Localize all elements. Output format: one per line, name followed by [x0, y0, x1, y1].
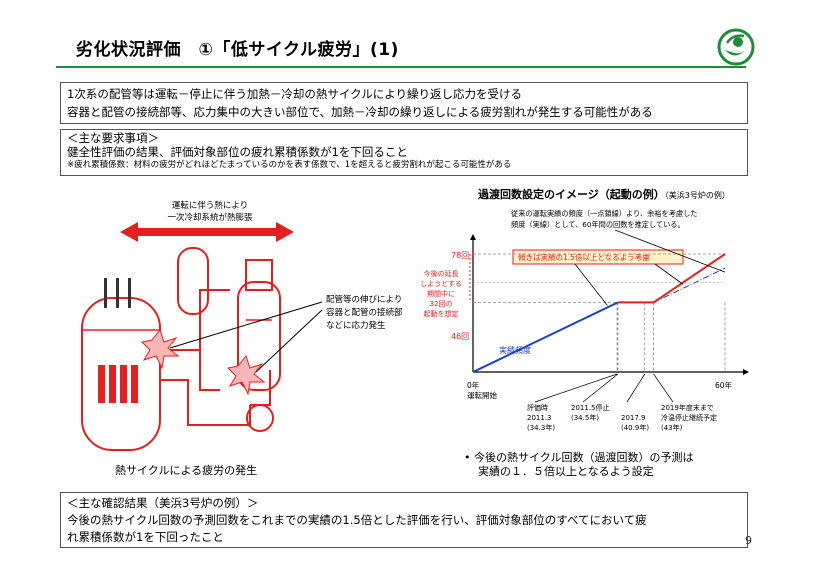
- control-rods: [104, 278, 131, 308]
- y-axis-arrow: [470, 234, 476, 240]
- stress-label-1: 配管等の伸びにより: [326, 294, 402, 305]
- results-box: ＜主な確認結果（美浜3号炉の例）＞ 今後の熱サイクル回数の予測回数をこれまでの実…: [60, 492, 748, 548]
- red-note-1: 今後の延長: [424, 269, 459, 278]
- red-note-5: 起動を想定: [424, 309, 459, 318]
- event-labels: 評価時 2011.3 (34.3年) 2011.5停止 (34.5年) 2017…: [527, 403, 717, 432]
- expansion-label-2: 一次冷却系統が熱膨張: [167, 212, 253, 223]
- event-4-l1: 2019年度末まで: [661, 403, 714, 412]
- summary-line-1: 1次系の配管等は運転－停止に伴う加熱－冷却の熱サイクルにより繰り返し応力を受ける: [67, 87, 523, 101]
- event-pointer-2: [582, 373, 619, 403]
- x-start-label-1: 0年: [467, 380, 480, 390]
- event-2-l1: 2011.5停止: [571, 403, 610, 412]
- diagram-caption: 熱サイクルによる疲労の発生: [115, 464, 258, 477]
- y-tick-46: 46回: [451, 332, 469, 341]
- note-pointer: [614, 229, 726, 273]
- x-start-label-2: 運転開始: [467, 390, 497, 400]
- results-heading: ＜主な確認結果（美浜3号炉の例）＞: [67, 496, 259, 510]
- summary-box: 1次系の配管等は運転－停止に伴う加熱－冷却の熱サイクルにより繰り返し応力を受ける…: [60, 82, 748, 124]
- transient-count-chart: 従来の運転実績の頻度（一点鎖線）より、余裕を考慮した 頻度（実線）として、60年…: [420, 209, 749, 432]
- event-4-l2: 冷温停止継続予定: [661, 413, 717, 422]
- event-2-l2: (34.5年): [571, 413, 599, 422]
- stress-burst-1: [140, 328, 180, 370]
- title-underline: [56, 66, 746, 68]
- event-pointer-3: [626, 373, 646, 403]
- callout-box: [512, 249, 684, 265]
- event-1-l3: (34.3年): [527, 423, 555, 432]
- requirements-box: ＜主な要求事項＞ 健全性評価の結果、評価対象部位の疲れ累積係数が1を下回ること …: [60, 129, 748, 176]
- red-note-3: 期間中に: [427, 289, 455, 298]
- callout-text: 傾きは実績の1.5倍以上となるよう考慮: [518, 252, 650, 262]
- prediction-bullet: • 今後の熱サイクル回数（過渡回数）の予測は 実績の１．５倍以上となるよう設定: [464, 451, 693, 479]
- actual-series-line: [472, 301, 619, 373]
- event-1-l2: 2011.3: [527, 414, 552, 422]
- reactor-vessel: [81, 297, 161, 451]
- y-tick-78: 78回: [451, 251, 469, 260]
- thermal-cycle-diagram: 運転に伴う熱により 一次冷却系統が熱膨張 配管等の伸びにより 容器と配管の接続部…: [81, 200, 403, 451]
- results-line-1: 今後の熱サイクル回数の予測回数をこれまでの実績の1.5倍とした評価を行い、評価対…: [67, 513, 647, 527]
- x-end-label: 60年: [715, 380, 733, 390]
- pressurizer: [177, 247, 209, 315]
- primary-piping: [160, 289, 271, 426]
- projected-series-line: [653, 253, 726, 304]
- x-axis-arrow: [743, 369, 749, 375]
- callout-pointer-2: [654, 263, 684, 285]
- red-note: 今後の延長 しようとする 期間中に 32回の 起動を想定: [420, 269, 462, 318]
- prediction-line-1: • 今後の熱サイクル回数（過渡回数）の予測は: [464, 451, 694, 464]
- callout-pointer-1: [574, 263, 608, 306]
- stress-burst-2: [226, 354, 266, 396]
- event-3-l2: (40.9年): [621, 423, 649, 432]
- event-3-l1: 2017.9: [621, 414, 646, 422]
- chart-title-sub: （美浜3号炉の例）: [664, 191, 730, 200]
- red-note-2: しようとする: [420, 280, 462, 288]
- requirements-note: ※疲れ累積係数：材料の疲労がどれほどたまっているのかを表す係数で、1を超えると疲…: [67, 160, 512, 170]
- stress-label-3: などに応力発生: [326, 320, 386, 331]
- red-note-4: 32回の: [430, 300, 453, 308]
- event-1-l1: 評価時: [527, 403, 548, 412]
- expansion-arrow: [120, 222, 294, 242]
- page-title: 劣化状況評価 ①「低サイクル疲労」(1): [76, 40, 399, 60]
- prediction-line-2: 実績の１．５倍以上となるよう設定: [478, 465, 654, 478]
- chart-title-main: 過渡回数設定のイメージ（起動の例）: [478, 188, 665, 201]
- coolant-pump: [246, 404, 274, 432]
- expansion-label-1: 運転に伴う熱により: [172, 200, 248, 211]
- chart-note-1: 従来の運転実績の頻度（一点鎖線）より、余裕を考慮した: [511, 209, 697, 218]
- historical-trend-extension: [653, 267, 726, 303]
- fuel-assemblies: [98, 365, 138, 403]
- stress-label-2: 容器と配管の接続部: [326, 307, 403, 318]
- chart-title: 過渡回数設定のイメージ（起動の例）（美浜3号炉の例）: [478, 186, 730, 202]
- brand-logo: [717, 28, 755, 66]
- event-pointer-4: [653, 373, 674, 403]
- prediction-text-1: 今後の熱サイクル回数（過渡回数）の予測は: [474, 451, 694, 464]
- summary-line-2: 容器と配管の接続部等、応力集中の大きい部位で、加熱－冷却の繰り返しによる疲労割れ…: [67, 105, 653, 119]
- chart-note-2: 頻度（実線）として、60年間の回数を推定している。: [511, 220, 685, 229]
- results-line-2: れ累積係数が1を下回ったこと: [67, 530, 224, 544]
- series-label-actual: 実績頻度: [499, 345, 531, 355]
- page-number: 9: [745, 534, 752, 547]
- event-pointer-1: [534, 373, 618, 403]
- requirements-heading: ＜主な要求事項＞: [67, 131, 159, 145]
- steam-generator: [237, 281, 281, 391]
- event-4-l3: (43年): [661, 423, 683, 432]
- requirements-text: 健全性評価の結果、評価対象部位の疲れ累積係数が1を下回ること: [67, 145, 408, 159]
